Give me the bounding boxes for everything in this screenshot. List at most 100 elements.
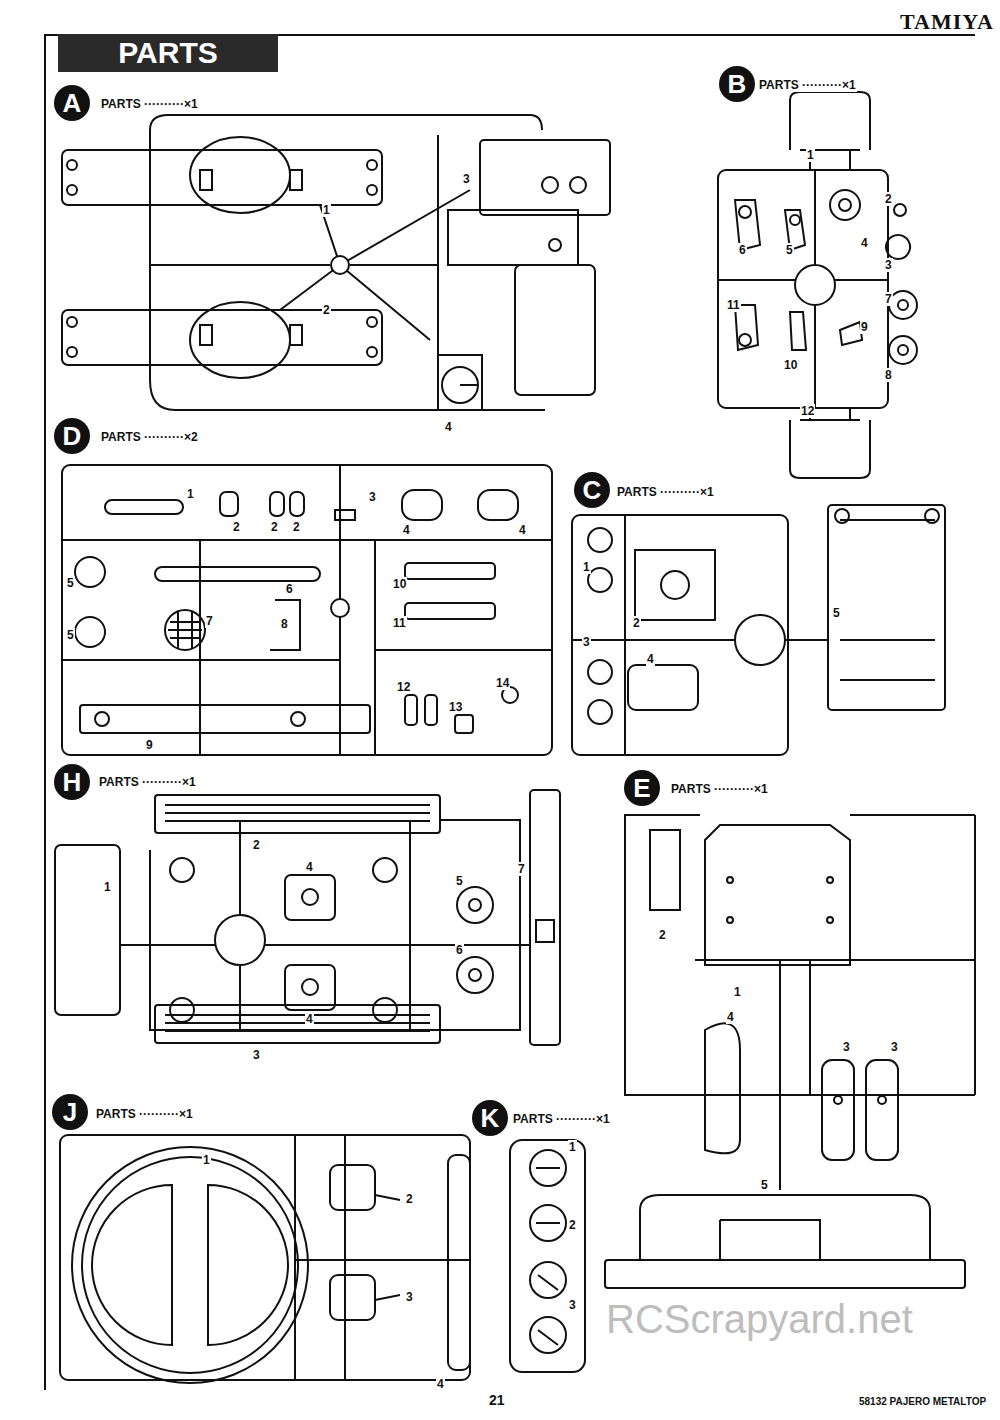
sprue-line [635,550,715,620]
sprue-line [80,705,370,733]
sprue-line [62,465,552,755]
callout-number: 11 [392,616,407,630]
sprue-line [739,334,751,346]
title-band: PARTS [58,34,278,72]
callout-number: 7 [884,292,893,306]
sprue-line [367,185,377,195]
callout-number: 5 [455,874,464,888]
sprue-line [67,160,77,170]
callout-number: 4 [402,523,411,537]
sprue-line [55,845,120,1015]
sprue-line [200,170,212,190]
sprue-line [120,820,530,1030]
sprue-line [469,899,481,911]
sprue-line [170,998,194,1022]
sprue-line [650,830,680,910]
sprue-line [190,302,290,378]
callout-number: 1 [568,1140,577,1154]
sprue-line [330,1165,375,1210]
parts-header: PARTS ··········×2 [100,430,199,444]
sprue-line [295,1135,470,1380]
sprue-line [92,1185,288,1345]
callout-number: 8 [884,368,893,382]
sprue-line [367,347,377,357]
sprue-line [72,1147,308,1383]
sprue-line [790,312,806,350]
parts-header: PARTS ··········×1 [758,78,857,92]
sprue-line [375,1195,400,1200]
callout-number: 12 [800,404,815,418]
sprue-h [55,790,560,1045]
sprue-line [790,420,870,478]
sprue-line [442,367,478,403]
parts-header: PARTS ··········×1 [616,485,715,499]
callout-number: 7 [205,614,214,628]
callout-number: 13 [448,700,463,714]
sprue-line [515,265,595,395]
sprue-line [150,190,470,340]
callout-number: 3 [582,635,591,649]
sprue-line [588,528,612,552]
callout-number: 6 [285,582,294,596]
sprue-line [605,1260,965,1288]
sprue-line [878,1096,886,1104]
sprue-line [75,557,105,587]
callout-number: 5 [760,1178,769,1192]
sprue-line [373,858,397,882]
callout-number: 2 [568,1218,577,1232]
callout-number: 9 [860,320,869,334]
callout-number: 2 [292,520,301,534]
sprue-line [155,795,440,833]
sprue-line [67,317,77,327]
sprue-letter: E [633,775,650,801]
sprue-k [510,1140,585,1372]
sprue-line [105,500,183,514]
callout-number: 3 [462,172,471,186]
callout-number: 1 [103,880,112,894]
sprue-line [290,170,302,190]
sprue-line [330,1275,375,1320]
sprue-line [828,505,945,710]
sprue-j [60,1135,470,1383]
sprue-line [367,317,377,327]
callout-number: 2 [252,838,261,852]
sprue-line [735,615,785,665]
callout-number: 4 [860,236,869,250]
sprue-line [367,160,377,170]
callout-number: 5 [66,628,75,642]
sprue-line [718,150,888,420]
sprue-line [457,887,493,923]
sprue-line [200,325,212,345]
sprue-line [402,490,442,520]
sprue-line [170,858,194,882]
sprue-line [62,150,382,205]
brand-name: TAMIYA [899,10,995,34]
sprue-line [285,875,335,920]
sprue-line [840,520,935,680]
callout-number: 3 [368,490,377,504]
sprue-badge: C [574,472,610,508]
sprue-line [705,825,850,965]
sprue-line [790,92,870,150]
sprue-line [215,915,265,965]
sprue-e [605,815,975,1288]
callout-number: 1 [186,487,195,501]
page-footer: 21 [488,1392,506,1408]
parts-header: PARTS ··········×1 [100,97,199,111]
sprue-badge: D [54,418,90,454]
parts-header: PARTS ··········×1 [95,1107,194,1121]
sprue-line [827,917,833,923]
callout-number: 4 [436,1377,445,1391]
callout-number: 2 [884,192,893,206]
page-footer: 58132 PAJERO METALTOP [858,1396,987,1408]
sprue-line [438,355,482,410]
sprue-line [779,1095,781,1190]
sprue-line [270,600,300,650]
callout-number: 3 [405,1290,414,1304]
sprue-line [588,568,612,592]
sprue-line [335,510,355,520]
sprue-letter: A [63,90,82,116]
sprue-line [60,1135,470,1380]
sprue-badge: K [472,1100,508,1136]
sprue-line [661,571,689,599]
